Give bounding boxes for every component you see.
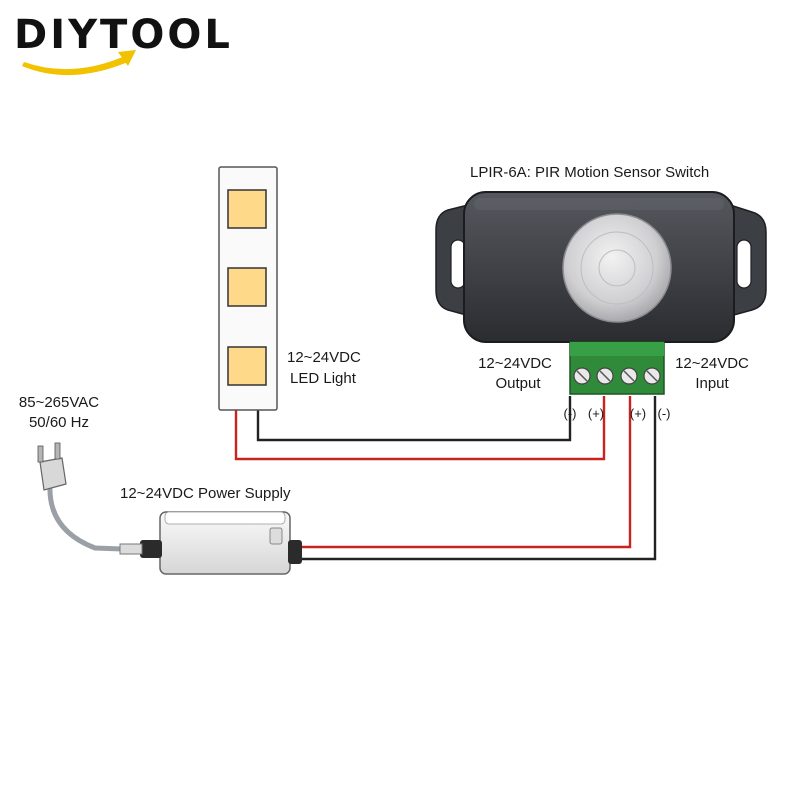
power-supply <box>119 511 302 575</box>
ac-plug <box>37 442 67 491</box>
input-label: Input <box>695 375 729 392</box>
logo-swoosh-arrow <box>118 50 136 66</box>
output-negative-label: (-) <box>564 406 577 421</box>
ac-plug-prong <box>37 445 44 463</box>
input-label-voltage: 12~24VDC <box>675 355 749 372</box>
psu-positive-wire <box>300 396 632 549</box>
mount-hole <box>450 239 466 289</box>
led-label-voltage: 12~24VDC <box>287 349 361 366</box>
ac-cord <box>47 484 123 552</box>
ac-plug-body <box>39 457 67 491</box>
led-chip <box>227 189 267 229</box>
led-chip <box>227 267 267 307</box>
mount-hole <box>736 239 752 289</box>
ac-connector <box>119 543 143 555</box>
ac-label-frequency: 50/60 Hz <box>29 414 89 431</box>
pir-sensor <box>435 191 767 395</box>
ac-label-voltage: 85~265VAC <box>19 394 99 411</box>
brand-logo: DIYTOOL <box>14 12 233 76</box>
brand-name: DIYTOOL <box>14 12 233 58</box>
power-supply-led <box>269 527 283 545</box>
labels: LPIR-6A: PIR Motion Sensor Switch 12~24V… <box>19 164 749 502</box>
dc-output-plug <box>288 540 302 564</box>
psu-negative-wire <box>300 396 657 561</box>
led-strip <box>218 166 278 411</box>
led-negative-wire <box>256 396 572 442</box>
ac-plug-prong <box>54 442 61 460</box>
pir-dome-ring <box>580 231 654 305</box>
input-positive-label: (+) <box>630 406 646 421</box>
led-chip <box>227 346 267 386</box>
power-supply-top <box>164 511 286 525</box>
led-positive-wire <box>234 396 606 461</box>
output-label: Output <box>495 375 541 392</box>
sensor-title: LPIR-6A: PIR Motion Sensor Switch <box>470 164 709 181</box>
logo-swoosh <box>22 54 132 76</box>
pir-dome-ring <box>598 249 636 287</box>
output-positive-label: (+) <box>588 406 604 421</box>
led-label: LED Light <box>290 370 357 387</box>
output-label-voltage: 12~24VDC <box>478 355 552 372</box>
ac-input-plug <box>140 540 162 558</box>
sensor-body-highlight <box>474 198 724 210</box>
input-negative-label: (-) <box>658 406 671 421</box>
power-supply-label: 12~24VDC Power Supply <box>120 485 291 502</box>
wires <box>47 396 657 561</box>
terminal-block-top <box>570 342 664 356</box>
pir-dome <box>562 213 672 323</box>
